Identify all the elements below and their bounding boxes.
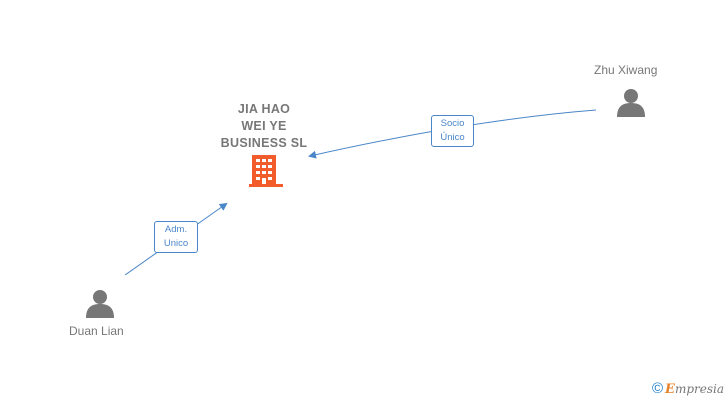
company-name-line-3: BUSINESS SL <box>220 136 308 150</box>
empresia-watermark: ©Empresia <box>652 380 724 397</box>
brand-name: mpresia <box>674 382 724 396</box>
person-icon[interactable] <box>615 86 647 118</box>
copyright-symbol: © <box>651 380 664 397</box>
building-icon[interactable] <box>248 153 284 189</box>
relation-label-line-2: Único <box>440 132 465 143</box>
relation-label-line-1: Socio <box>440 118 465 129</box>
company-name[interactable]: JIA HAO WEI YE BUSINESS SL <box>200 101 328 152</box>
company-name-line-1: JIA HAO <box>237 102 291 116</box>
relation-label-adm-unico[interactable]: Adm. Unico <box>154 221 198 253</box>
relation-label-socio-unico[interactable]: Socio Único <box>431 115 474 147</box>
brand-initial: E <box>665 382 675 397</box>
relation-label-line-1: Adm. <box>164 224 188 235</box>
relation-label-line-2: Unico <box>163 238 189 249</box>
person-icon[interactable] <box>84 287 116 319</box>
person-name-duan-lian[interactable]: Duan Lian <box>69 324 124 338</box>
person-name-zhu-xiwang[interactable]: Zhu Xiwang <box>594 63 658 77</box>
company-name-line-2: WEI YE <box>241 119 287 133</box>
